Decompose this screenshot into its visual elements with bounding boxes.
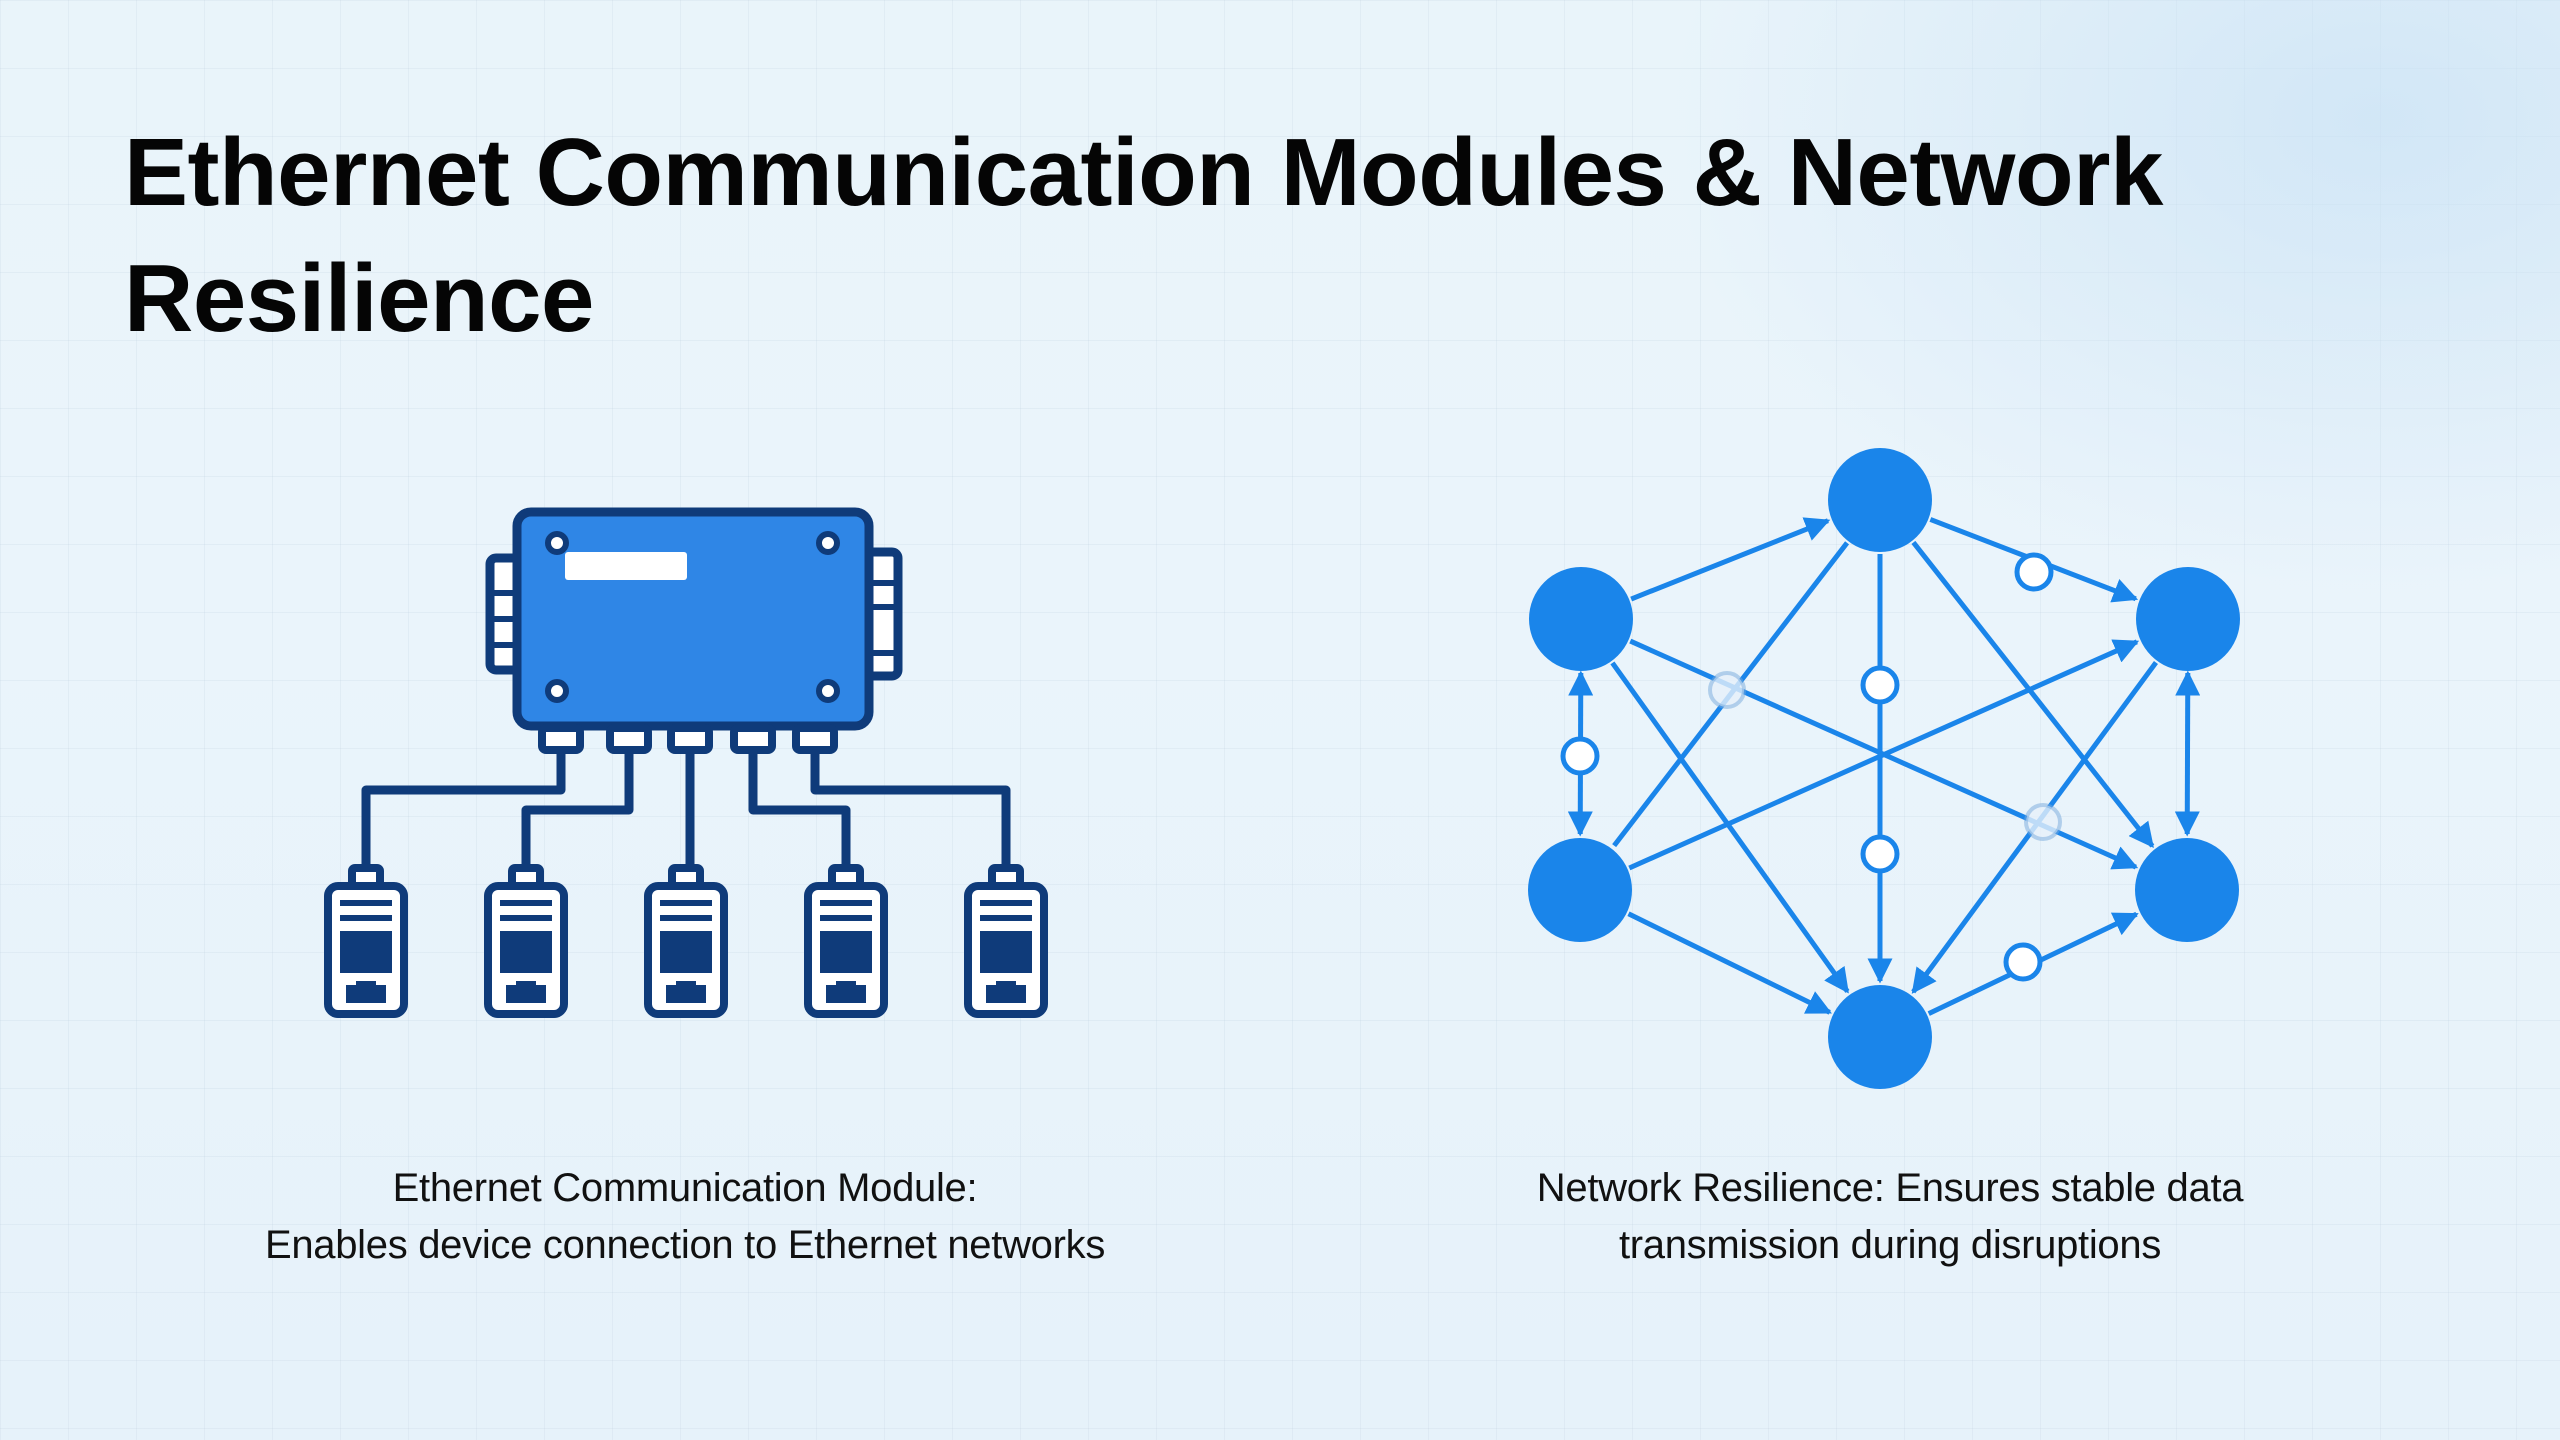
device-screen	[820, 931, 872, 973]
device-vent-line	[500, 900, 552, 906]
network-device-icon	[804, 864, 888, 1018]
rj45-port-icon	[506, 981, 546, 1003]
relay-point-icon	[2003, 942, 2043, 982]
rj45-port-icon	[986, 981, 1026, 1003]
device-screen	[660, 931, 712, 973]
network-device-icon	[484, 864, 568, 1018]
network-device-icon	[964, 864, 1048, 1018]
device-screen	[340, 931, 392, 973]
network-device-icon	[324, 864, 408, 1018]
screw-icon	[545, 531, 569, 555]
resilience-caption-line2: transmission during disruptions	[1618, 1223, 2162, 1267]
resilience-caption: Network Resilience: Ensures stable data …	[1440, 1160, 2340, 1274]
resilience-caption-line1: Network Resilience: Ensures stable data	[1536, 1166, 2244, 1210]
module-label-plate	[565, 552, 687, 580]
ethernet-cable	[810, 750, 1011, 870]
faded-relay-icon	[2024, 803, 2062, 841]
network-link	[1627, 911, 1832, 1015]
relay-point-icon	[1860, 834, 1900, 874]
device-vent-line	[340, 900, 392, 906]
connected-devices	[324, 864, 1048, 1018]
module-caption-line1: Ethernet Communication Module:	[392, 1166, 978, 1210]
device-vent-line	[820, 900, 872, 906]
ethernet-cable	[748, 750, 851, 870]
device-vent-line	[660, 915, 712, 921]
faded-relay-icon	[1708, 671, 1746, 709]
module-caption-line2: Enables device connection to Ethernet ne…	[264, 1223, 1106, 1267]
relay-points	[1560, 552, 2062, 982]
network-node	[1529, 567, 1633, 671]
device-vent-line	[820, 915, 872, 921]
device-screen	[500, 931, 552, 973]
module-caption: Ethernet Communication Module: Enables d…	[180, 1160, 1190, 1274]
network-node	[1528, 838, 1632, 942]
network-link	[1630, 517, 1831, 602]
page-title: Ethernet Communication Modules & Network…	[124, 119, 2163, 352]
device-vent-line	[980, 900, 1032, 906]
network-link	[1610, 661, 1850, 994]
ethernet-cables	[361, 750, 1011, 870]
device-screen	[980, 931, 1032, 973]
network-link	[1911, 540, 2155, 848]
network-nodes	[1528, 448, 2240, 1089]
device-vent-line	[500, 915, 552, 921]
network-node	[2136, 567, 2240, 671]
network-links	[1567, 517, 2201, 1016]
network-device-icon	[644, 864, 728, 1018]
device-vent-line	[980, 915, 1032, 921]
ethernet-cable	[361, 750, 566, 870]
ethernet-cable	[521, 750, 634, 870]
screw-icon	[816, 679, 840, 703]
network-node	[2135, 838, 2239, 942]
module-ports	[538, 724, 838, 754]
mounting-screws	[545, 531, 840, 703]
rj45-port-icon	[666, 981, 706, 1003]
relay-point-icon	[1860, 665, 1900, 705]
side-connector-slots	[490, 580, 896, 656]
device-vent-line	[660, 900, 712, 906]
relay-point-icon	[1560, 736, 1600, 776]
screw-icon	[816, 531, 840, 555]
device-vent-line	[340, 915, 392, 921]
network-link	[1628, 639, 2140, 871]
network-node	[1828, 985, 1932, 1089]
rj45-port-icon	[826, 981, 866, 1003]
network-node	[1828, 448, 1932, 552]
relay-point-icon	[2014, 552, 2054, 592]
network-link	[2174, 670, 2201, 837]
rj45-port-icon	[346, 981, 386, 1003]
screw-icon	[545, 679, 569, 703]
